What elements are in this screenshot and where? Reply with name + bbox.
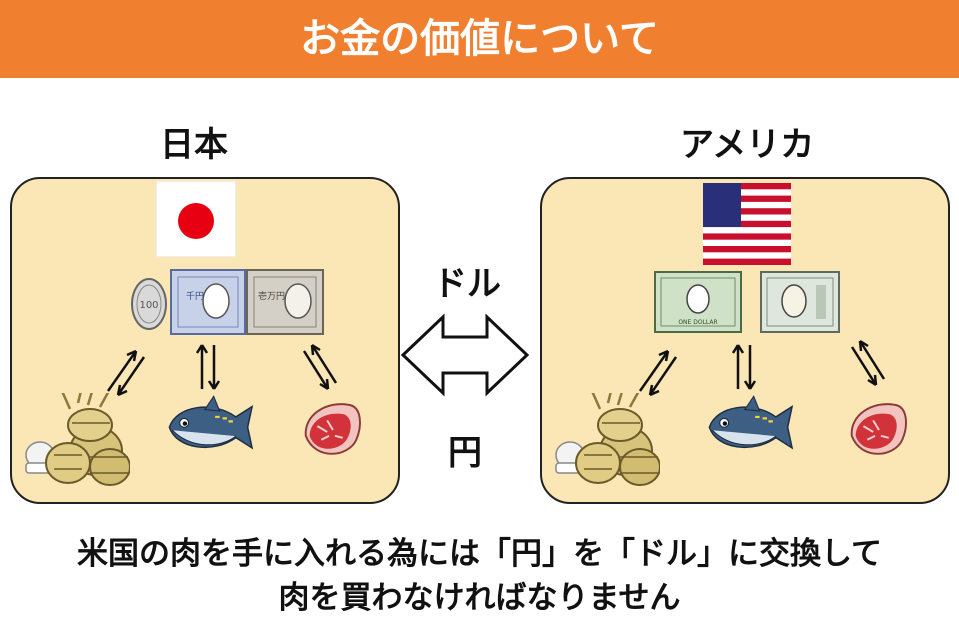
rice-icon (24, 393, 130, 487)
svg-text:ONE DOLLAR: ONE DOLLAR (678, 319, 717, 326)
page-title: お金の価値について (0, 0, 959, 78)
exchange-arrows-right (850, 339, 886, 387)
usa-panel: ONE DOLLAR (540, 177, 950, 504)
exchange-arrows-center (195, 344, 221, 390)
svg-text:壱万円: 壱万円 (258, 290, 285, 302)
svg-text:千円: 千円 (186, 291, 204, 302)
banknote-1000-icon: 千円 (170, 269, 246, 335)
banknote-100-dollar-icon (760, 271, 840, 333)
banknote-10000-icon: 壱万円 (246, 269, 324, 335)
japan-label: 日本 (160, 125, 228, 165)
japan-flag-icon (156, 181, 236, 257)
double-arrow-icon (400, 313, 530, 397)
usa-label: アメリカ (680, 125, 815, 165)
exchange-dollar-label: ドル (433, 264, 501, 304)
banknote-1-dollar-icon: ONE DOLLAR (654, 271, 742, 333)
exchange-arrows-right (302, 343, 338, 391)
meat-icon (850, 403, 907, 455)
tuna-icon (708, 395, 794, 450)
caption-line-2: 肉を買わなければなりません (278, 580, 681, 616)
caption-line-1: 米国の肉を手に入れる為には「円」を「ドル」に交換して (76, 536, 883, 572)
svg-text:100: 100 (139, 300, 158, 311)
exchange-arrows-center (731, 344, 757, 390)
coin-icon: 100 (131, 278, 167, 330)
tuna-icon (168, 395, 254, 450)
us-flag-icon (703, 183, 791, 265)
rice-icon (554, 393, 660, 487)
exchange-yen-label: 円 (448, 433, 482, 473)
exchange-arrows-left (638, 349, 678, 397)
japan-panel: 100 千円 壱万円 (10, 177, 400, 504)
exchange-arrows-left (106, 349, 146, 397)
meat-icon (304, 403, 361, 455)
